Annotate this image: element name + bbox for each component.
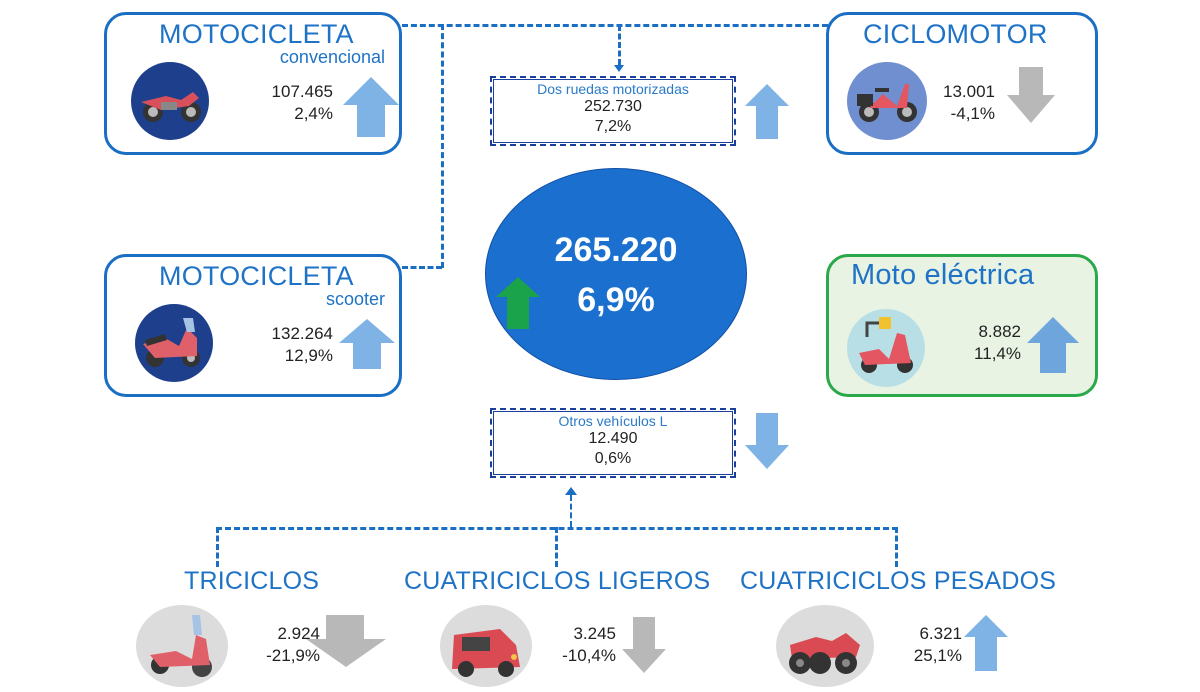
connector-ligeros bbox=[555, 527, 558, 567]
card-change: 2,4% bbox=[294, 104, 333, 123]
trend-up-icon bbox=[964, 615, 1008, 671]
arrowhead-up-icon bbox=[565, 487, 577, 495]
item-values: 3.245 -10,4% bbox=[562, 623, 616, 667]
connector-pesados bbox=[895, 527, 898, 567]
connector-top bbox=[402, 24, 828, 27]
item-cuatriciclos-pesados: CUATRICICLOS PESADOS 6.321 25,1% bbox=[730, 565, 1056, 690]
tricycle-icon bbox=[136, 605, 228, 687]
item-title: CUATRICICLOS PESADOS bbox=[740, 567, 1057, 595]
group-change: 0,6% bbox=[594, 450, 632, 467]
group-otros-vehiculos-l: Otros vehículos L 12.490 0,6% bbox=[490, 408, 736, 478]
card-change: 12,9% bbox=[284, 346, 333, 365]
item-triciclos: TRICICLOS 2.924 -21,9% bbox=[130, 565, 400, 690]
group-change: 7,2% bbox=[594, 118, 632, 135]
scooter-icon bbox=[135, 304, 213, 382]
item-values: 2.924 -21,9% bbox=[266, 623, 320, 667]
item-change: -10,4% bbox=[562, 646, 616, 665]
card-values: 132.264 12,9% bbox=[272, 323, 333, 367]
item-value: 2.924 bbox=[277, 624, 320, 643]
card-title: MOTOCICLETA bbox=[159, 19, 354, 49]
connector-left-vertical bbox=[441, 24, 444, 268]
connector-to-two-wheel bbox=[618, 25, 621, 65]
card-ciclomotor: CICLOMOTOR 13.001 -4,1% bbox=[826, 12, 1098, 155]
quad-icon bbox=[776, 605, 874, 687]
item-value: 3.245 bbox=[573, 624, 616, 643]
trend-up-icon bbox=[1027, 317, 1079, 373]
connector-to-other-l bbox=[570, 495, 572, 527]
card-value: 8.882 bbox=[978, 322, 1021, 341]
card-title: Moto eléctrica bbox=[851, 259, 1035, 291]
card-motocicleta-convencional: MOTOCICLETA convencional 107.465 2,4% bbox=[104, 12, 402, 155]
connector-triciclos bbox=[216, 527, 219, 567]
group-value: 252.730 bbox=[584, 98, 642, 115]
card-change: 11,4% bbox=[974, 344, 1021, 363]
total-value: 265.220 bbox=[554, 231, 678, 269]
total-ellipse: 265.220 6,9% bbox=[485, 168, 747, 380]
card-values: 107.465 2,4% bbox=[272, 81, 333, 125]
item-change: 25,1% bbox=[913, 646, 962, 665]
item-value: 6.321 bbox=[919, 624, 962, 643]
total-change: 6,9% bbox=[577, 281, 655, 319]
card-change: -4,1% bbox=[950, 104, 995, 123]
card-subtitle: scooter bbox=[325, 289, 385, 309]
card-value: 132.264 bbox=[271, 324, 333, 343]
trend-up-icon bbox=[343, 77, 399, 137]
card-value: 13.001 bbox=[943, 82, 995, 101]
microcar-icon bbox=[440, 605, 532, 687]
card-motocicleta-scooter: MOTOCICLETA scooter 132.264 12,9% bbox=[104, 254, 402, 397]
card-title: MOTOCICLETA bbox=[159, 261, 354, 291]
electric-scooter-icon bbox=[847, 309, 925, 387]
total-trend-up-icon bbox=[496, 277, 540, 329]
card-values: 13.001 -4,1% bbox=[943, 81, 995, 125]
item-title: CUATRICICLOS LIGEROS bbox=[404, 567, 711, 595]
trend-up-icon bbox=[745, 84, 789, 139]
group-label: Otros vehículos L bbox=[558, 413, 668, 429]
item-values: 6.321 25,1% bbox=[914, 623, 962, 667]
item-title: TRICICLOS bbox=[184, 567, 320, 595]
connector-scooter bbox=[402, 266, 442, 269]
group-dos-ruedas: Dos ruedas motorizadas 252.730 7,2% bbox=[490, 76, 736, 146]
card-subtitle: convencional bbox=[279, 47, 385, 67]
trend-up-icon bbox=[339, 319, 395, 369]
card-value: 107.465 bbox=[271, 82, 333, 101]
card-moto-electrica: Moto eléctrica 8.882 11,4% bbox=[826, 254, 1098, 397]
trend-down-icon bbox=[745, 413, 789, 469]
card-title: CICLOMOTOR bbox=[863, 19, 1048, 49]
motorcycle-icon bbox=[131, 62, 209, 140]
moped-icon bbox=[847, 62, 927, 140]
arrowhead-down-icon bbox=[614, 65, 624, 72]
trend-down-icon bbox=[1007, 67, 1055, 123]
group-label: Dos ruedas motorizadas bbox=[537, 81, 689, 97]
card-values: 8.882 11,4% bbox=[974, 321, 1021, 365]
group-value: 12.490 bbox=[588, 430, 638, 447]
item-cuatriciclos-ligeros: CUATRICICLOS LIGEROS 3.245 -10,4% bbox=[400, 565, 710, 690]
trend-down-icon bbox=[622, 617, 666, 673]
item-change: -21,9% bbox=[266, 646, 320, 665]
